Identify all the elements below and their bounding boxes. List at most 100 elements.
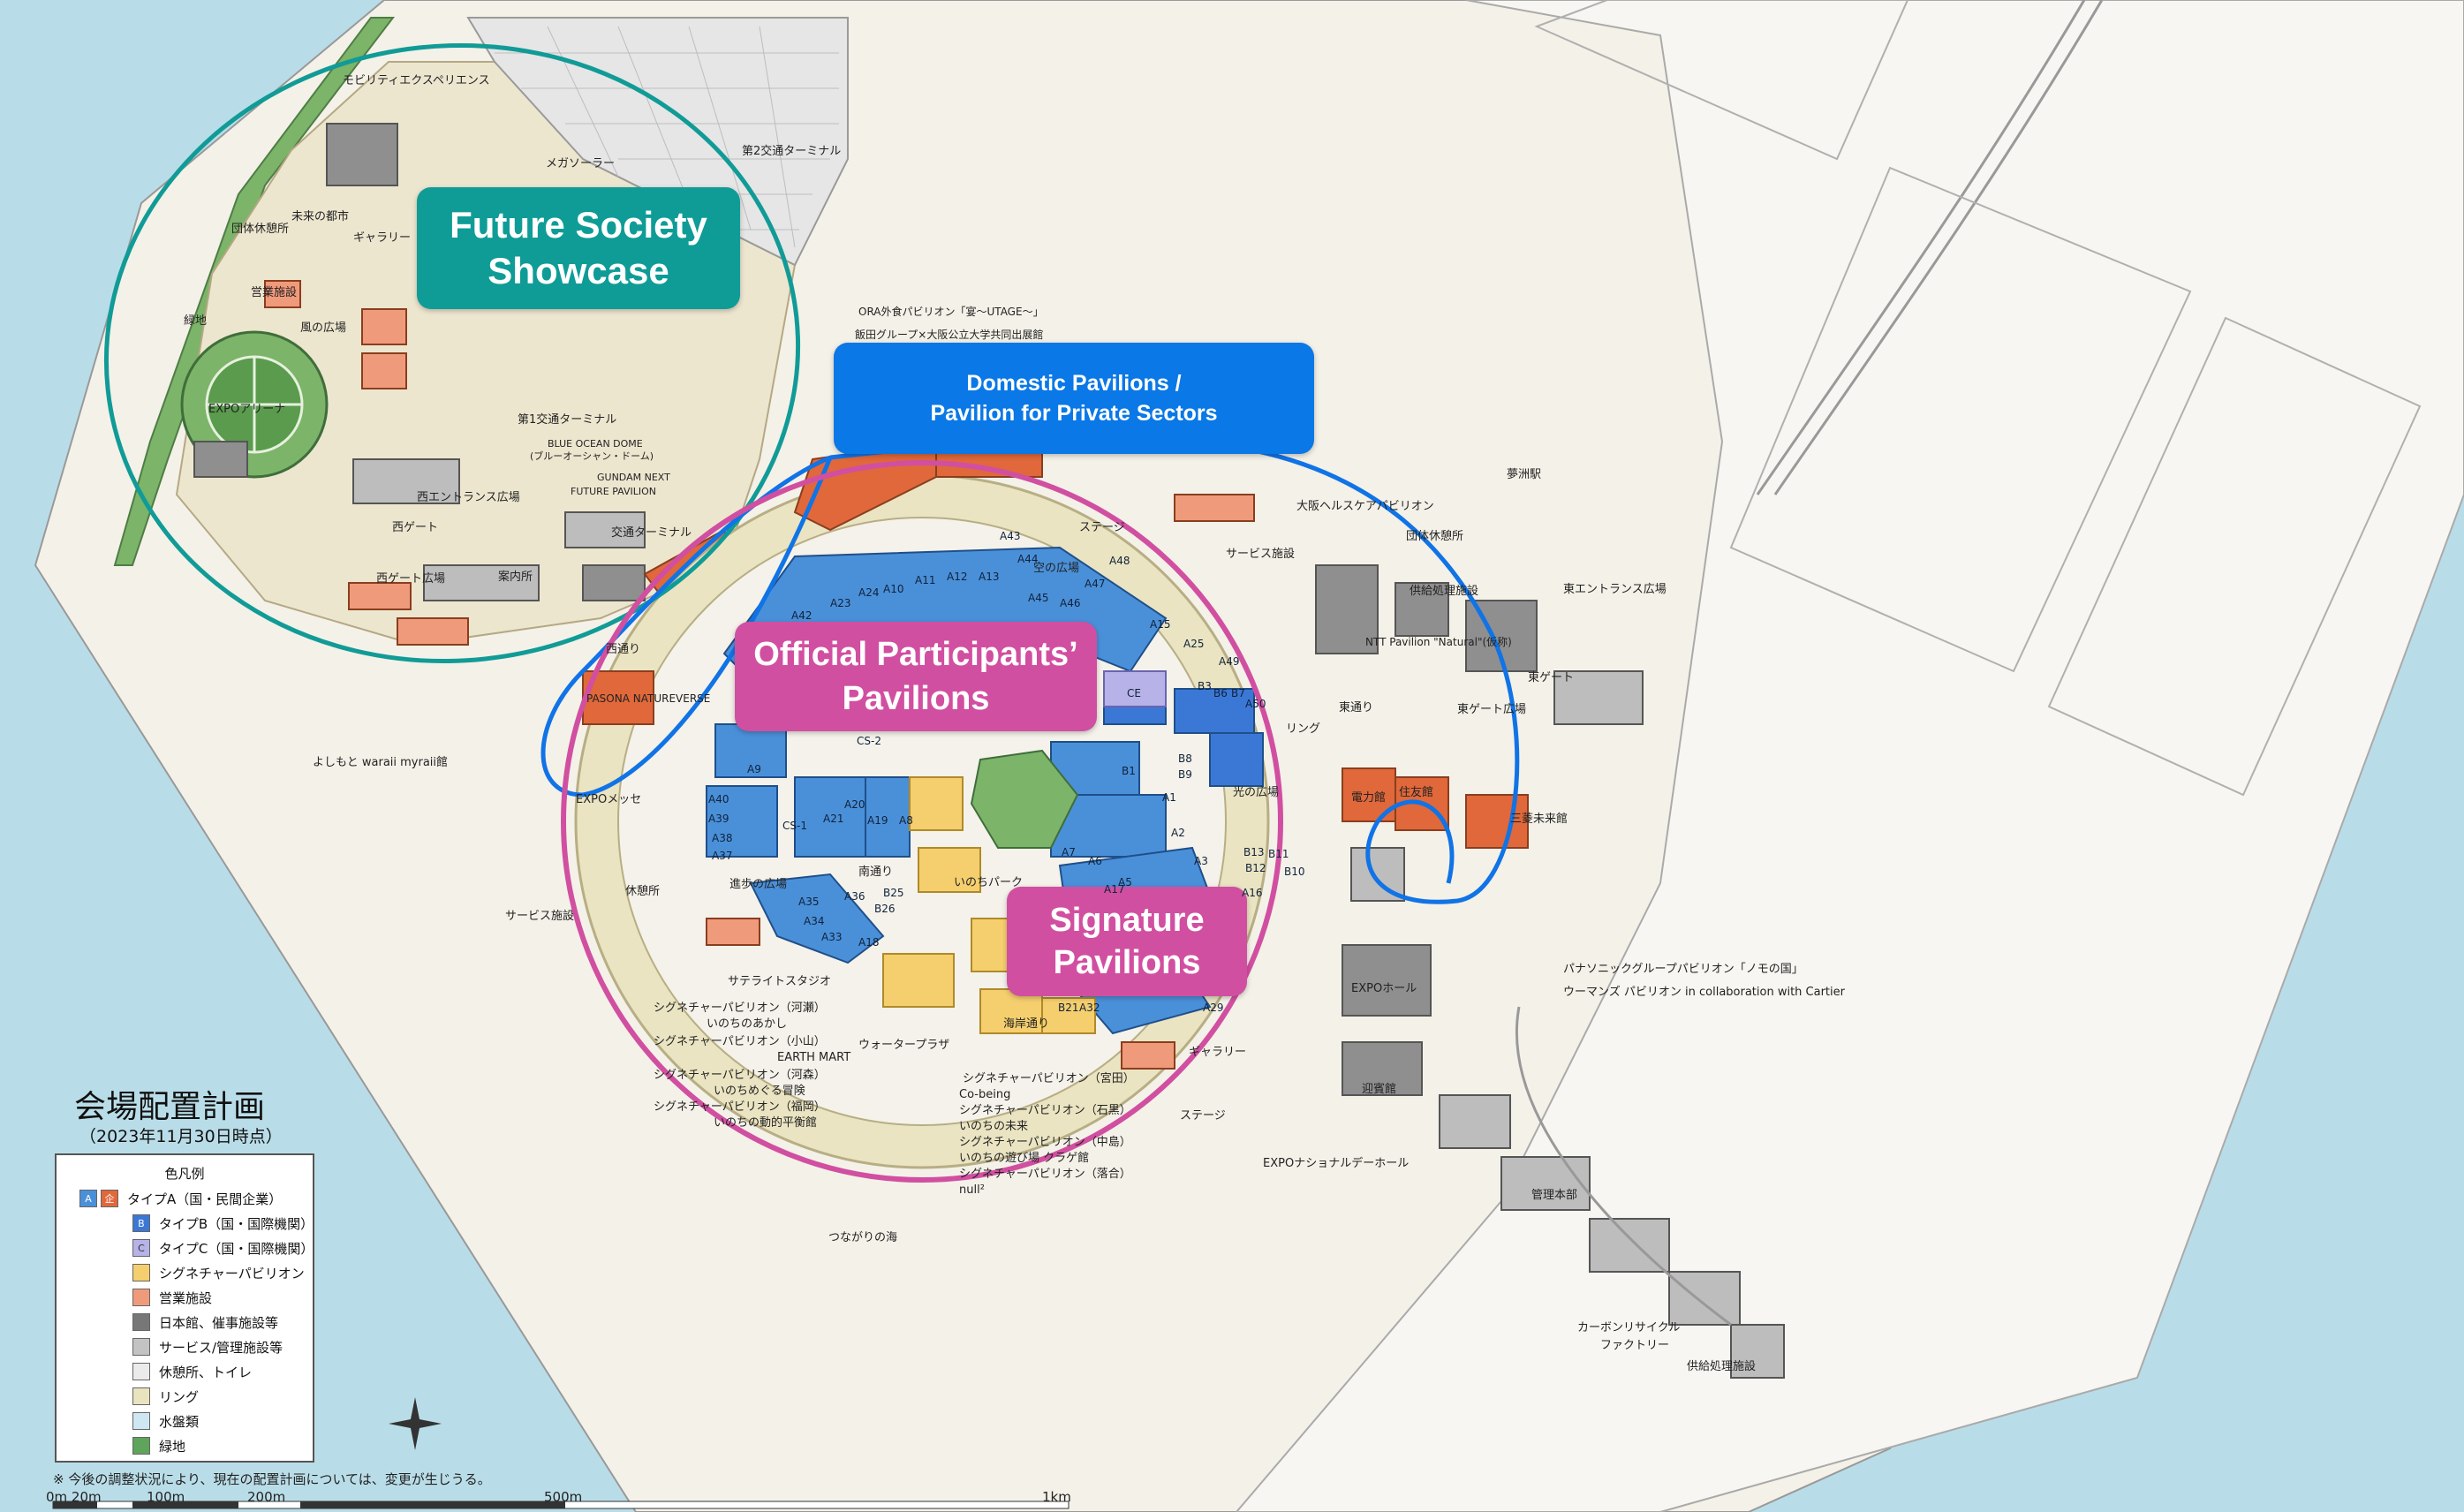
label-sky-plaza: 空の広場 (1033, 562, 1080, 575)
pavilion-code-label: A5 (1118, 876, 1132, 888)
label-terminal1: 第1交通ターミナル (518, 413, 617, 427)
legend-label: サービス/管理施設等 (159, 1339, 283, 1356)
pavilion-code-label: A1 (1162, 791, 1176, 804)
label-east-entrance: 東エントランス広場 (1563, 583, 1667, 596)
east-land (1235, 0, 2464, 1512)
label-sig-koyama: シグネチャーパビリオン（小山） (654, 1035, 826, 1048)
label-green-area: 緑地 (184, 314, 208, 328)
badge-line: Signature (1049, 902, 1205, 939)
pavilion-code-label: A38 (712, 832, 733, 844)
pavilion-code-label: A49 (1219, 655, 1240, 668)
domestic-pavilions-badge: Domestic Pavilions / Pavilion for Privat… (834, 343, 1314, 454)
east-lots (1534, 0, 2422, 797)
pavilion-code-label: A7 (1062, 846, 1076, 858)
pavilion-code-label: B10 (1284, 866, 1305, 878)
pavilion-code-label: A48 (1109, 555, 1130, 567)
label-gallery2: ギャラリー (1189, 1046, 1247, 1059)
badge-line: Showcase (488, 250, 669, 291)
future-society-badge: Future Society Showcase (417, 187, 740, 309)
pavilion-code-label: A17 (1104, 883, 1125, 896)
legend-label: タイプB（国・国際機関） (158, 1215, 314, 1232)
legend-item: 営業施設 (132, 1288, 212, 1307)
label-gundam: GUNDAM NEXT (597, 472, 670, 483)
label-service-facility: サービス施設 (1226, 548, 1296, 561)
legend-title: 色凡例 (164, 1166, 205, 1182)
pavilion-code-label: A33 (821, 931, 843, 943)
pavilion-code-label: A6 (1088, 855, 1102, 867)
label-east-street: 東通り (1339, 701, 1374, 714)
label-supply2: 供給処理施設 (1687, 1360, 1757, 1373)
pavilion-code-label: B1 (1122, 765, 1136, 777)
label-expo-arena: EXPOアリーナ (208, 403, 286, 416)
pavilion-code-label: B25 (883, 887, 904, 899)
label-panasonic: パナソニックグループパビリオン「ノモの国」 (1563, 963, 1803, 976)
domestic-blocks (582, 440, 1529, 1070)
label-blue-ocean: BLUE OCEAN DOME (548, 438, 643, 450)
label-sig-nakajima2: シグネチャーパビリオン（中島） (959, 1136, 1131, 1149)
legend-item: C タイプC（国・国際機関） (132, 1238, 314, 1258)
pavilion-code-label: A20 (844, 798, 865, 811)
label-sig-kawase: シグネチャーパビリオン（河瀬） (654, 1002, 826, 1015)
legend-swatch (132, 1338, 150, 1356)
compass-icon (389, 1397, 442, 1450)
label-carbon: カーボンリサイクル (1577, 1321, 1681, 1334)
pavilion-code-label: A43 (1000, 530, 1021, 542)
label-east-gate: 東ゲート (1528, 671, 1575, 684)
label-service2: サービス施設 (505, 910, 575, 923)
label-stage2: ステージ (1180, 1109, 1226, 1123)
pavilion-code-label: A47 (1085, 578, 1106, 590)
pavilion-code-label: A45 (1028, 592, 1049, 604)
official-zone-ring (561, 460, 1283, 1183)
pavilion-code-label: A50 (1245, 698, 1266, 710)
legend-label: タイプA（国・民間企業） (127, 1191, 283, 1207)
pavilion-code-label: A8 (899, 814, 913, 827)
label-inochi-park: いのちパーク (954, 876, 1024, 889)
pavilion-code-label: A2 (1171, 827, 1185, 839)
pavilion-code-label: A42 (791, 609, 813, 622)
legend-item: 日本館、催事施設等 (132, 1312, 278, 1332)
label-expo-national: EXPOナショナルデーホール (1263, 1157, 1410, 1170)
label-null: null² (959, 1183, 985, 1197)
label-management: 管理本部 (1531, 1189, 1578, 1202)
legend-label: 緑地 (159, 1438, 186, 1455)
label-west-entrance: 西エントランス広場 (417, 491, 520, 504)
pavilion-code-label: A11 (915, 574, 936, 586)
pavilion-code-label: A24 (858, 586, 880, 599)
label-blue-ocean-kana: (ブルーオーシャン・ドーム) (530, 450, 654, 462)
pavilion-code-label: B7 (1231, 687, 1245, 699)
legend-label: シグネチャーパビリオン (159, 1265, 305, 1281)
legend-swatch (132, 1437, 150, 1455)
label-tsunagari: つながりの海 (828, 1231, 898, 1244)
inochi-park-green (970, 749, 1079, 849)
mega-solar (466, 17, 849, 267)
pavilion-code-label: A23 (830, 597, 851, 609)
label-womans: ウーマンズ パビリオン in collaboration with Cartie… (1563, 986, 1845, 999)
signature-pavilions-badge: Signature Pavilions (1007, 887, 1247, 996)
label-terminal2: 第2交通ターミナル (742, 145, 842, 158)
label-sig-miyata: シグネチャーパビリオン（宮田） (963, 1072, 1135, 1085)
legend-item: B タイプB（国・国際機関） (132, 1213, 314, 1233)
legend-item: リング (132, 1387, 199, 1406)
label-yumeshima: 夢洲駅 (1507, 468, 1542, 481)
legend-label: 営業施設 (159, 1289, 213, 1306)
label-rest: 休憩所 (625, 885, 661, 898)
pavilion-code-label: A46 (1060, 597, 1081, 609)
pavilion-code-label: B11 (1268, 848, 1289, 860)
legend-swatch (132, 1289, 150, 1306)
label-inochi-heiko: いのちの動的平衡館 (714, 1116, 818, 1130)
label-dream-plaza: 進歩の広場 (729, 878, 788, 891)
pavilion-code-label: B9 (1178, 768, 1192, 781)
legend-item: 緑地 (132, 1436, 185, 1455)
signature-pavilion-blocks (882, 776, 1096, 1034)
legend-label: 休憩所、トイレ (159, 1364, 253, 1380)
label-mitsubishi: 三菱未来館 (1510, 813, 1568, 826)
legend-label: タイプC（国・国際機関） (158, 1240, 314, 1257)
label-inochi-asobi: いのちの遊び場 クラゲ館 (959, 1152, 1090, 1165)
scale-bar (52, 1501, 1069, 1509)
badge-line: Domestic Pavilions / (966, 371, 1182, 396)
legend-item: シグネチャーパビリオン (132, 1263, 305, 1282)
legend-item: A 企 タイプA（国・民間企業） (79, 1189, 282, 1208)
legend-swatch (132, 1264, 150, 1281)
pavilion-code-label: B13 (1243, 846, 1265, 858)
